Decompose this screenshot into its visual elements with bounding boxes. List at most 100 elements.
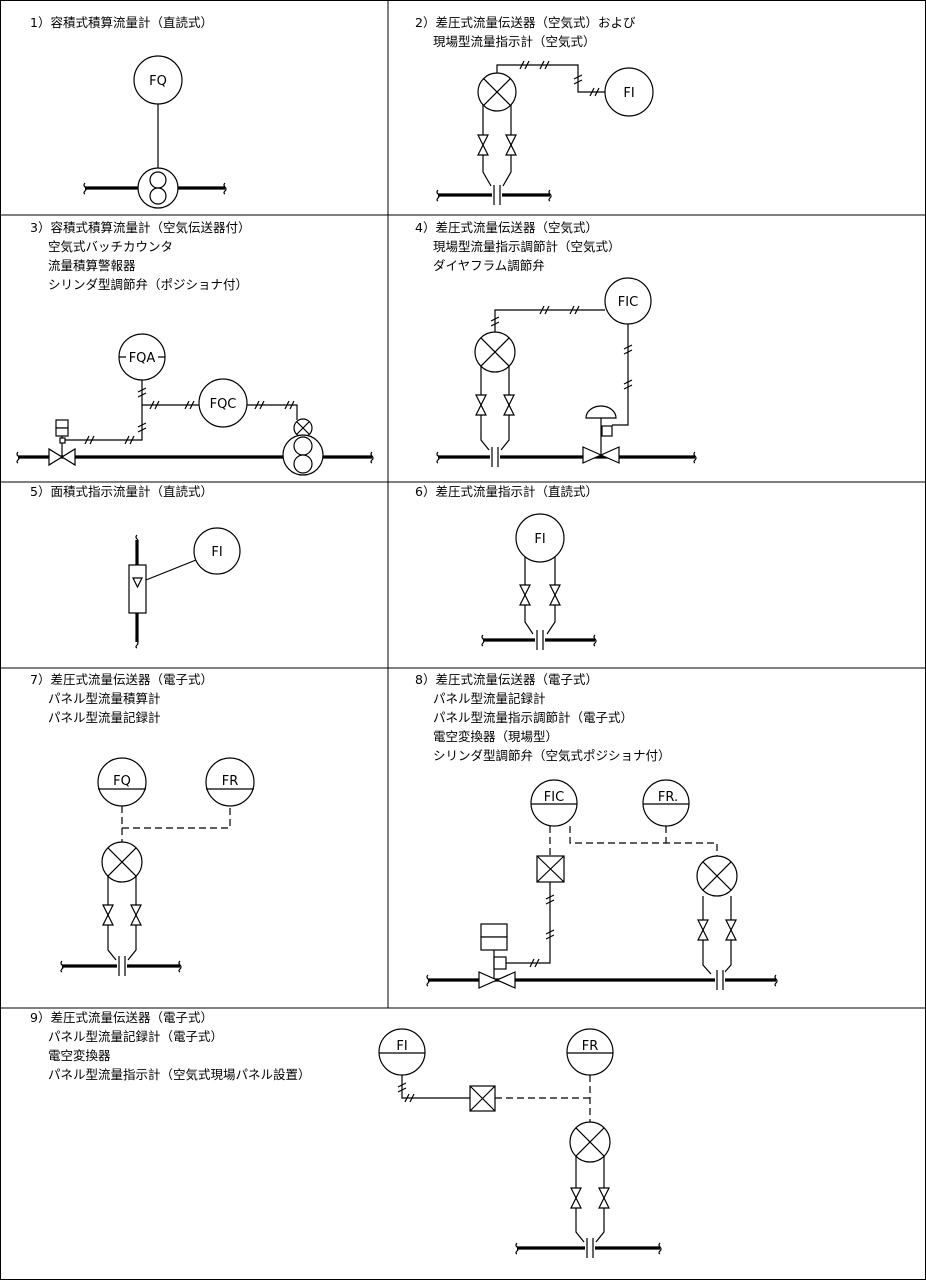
signal-tick-icon [184,400,195,410]
signal-tick-icon [124,435,135,445]
positive-displacement-meter-icon [137,167,179,209]
diagram-3: FQA FQC [18,333,372,459]
manual-valve-icon [102,904,114,926]
pipe-end-icon [481,634,485,647]
pipe-end-icon [135,636,139,649]
heading-line: 空気式バッチカウンタ [48,239,173,254]
cell-1-heading: 1）容積式積算流量計（直読式） [30,15,213,30]
pipe-end-icon [16,451,20,464]
signal-tick-icon [623,344,633,355]
meter-rotor [293,454,313,474]
manual-valve-icon [130,904,142,926]
tag-label: FIC [618,295,638,310]
cell-9-heading: 9）差圧式流量伝送器（電子式） パネル型流量記録計（電子式） 電空変換器 パネル… [30,1010,311,1082]
tag-label: FI [623,86,634,101]
heading-line: 7）差圧式流量伝送器（電子式） [30,672,213,687]
transmitter-cross [702,861,732,891]
signal-tick-icon [623,379,633,390]
orifice-gap [715,970,725,990]
orifice-plate-icon [536,630,544,650]
instrument-bubble-fi [604,67,654,117]
transmitter-cross [483,78,511,106]
heading-line: 6）差圧式流量指示計（直読式） [415,484,598,499]
pipe-end-icon [426,974,430,987]
rotameter-icon [128,564,147,614]
manual-valve-icon [697,919,709,941]
heading-line: パネル型流量積算計 [48,691,161,706]
cell-8-heading: 8）差圧式流量伝送器（電子式） パネル型流量記録計 パネル型流量指示調節計（電子… [415,672,671,763]
signal-tick-icon [84,435,95,445]
signal-tick-icon [404,1093,415,1103]
signal-tick-icon [569,305,580,315]
diagram-2: FI [438,64,654,197]
pipe-end-icon [515,1242,519,1255]
signal-tick-icon [137,387,147,398]
heading-line: 8）差圧式流量伝送器（電子式） [415,672,598,687]
cell-5-heading: 5）面積式指示流量計（直読式） [30,484,213,499]
pipe-end-icon [60,960,64,973]
tag-label: FQA [129,351,156,366]
heading-line: パネル型流量記録計 [48,710,161,725]
transmitter-cross [296,421,310,435]
manual-valve-icon [475,394,487,416]
heading-line: ダイヤフラム調節弁 [433,258,545,273]
tag-label: FR [222,774,239,789]
signal-tick-icon [573,74,583,85]
pipe-end-icon [774,974,778,987]
transmitter-cross [480,337,510,367]
control-valve-icon [582,446,620,464]
signal-tick-icon [149,400,160,410]
orifice-plate-icon [716,970,724,990]
transmitter-cross [107,847,137,877]
generated-symbols [16,60,778,1258]
pipe-end-icon [178,960,182,973]
tag-label: FR. [658,790,678,805]
manual-valve-icon [519,584,531,606]
heading-line: 4）差圧式流量伝送器（空気式） [415,220,598,235]
signal-tick-icon [589,87,600,97]
diagram-9: FI FR [378,1028,660,1250]
meter-rotor [293,436,313,456]
heading-line: シリンダ型調節弁（空気式ポジショナ付） [433,748,671,763]
pipe-end-icon [83,182,87,195]
signal-tick-icon [397,1082,407,1093]
signal-tick-icon [545,929,555,940]
orifice-plate-icon [491,447,499,467]
diaphragm-actuator-icon [585,405,617,455]
diagram-5: FI [128,527,241,642]
signal-tick-icon [539,305,550,315]
pipe-end-icon [548,189,552,202]
pipe-end-icon [223,182,227,195]
pipe-end-icon [693,451,697,464]
ep-converter-icon [469,1085,496,1112]
heading-line: 現場型流量指示調節計（空気式） [433,239,621,254]
instrument-bubble-fqc [198,378,248,428]
heading-line: 2）差圧式流量伝送器（空気式）および [415,15,636,30]
orifice-plate-icon [493,185,501,205]
control-valve-icon [478,971,516,989]
instrument-bubble-fr [642,779,690,827]
instrument-bubble-fq [133,55,183,105]
manual-valve-icon [725,919,737,941]
instrument-bubble-fi [378,1028,426,1076]
transmitter-cross [575,1127,605,1157]
heading-line: 5）面積式指示流量計（直読式） [30,484,213,499]
signal-tick-icon [519,60,530,70]
signal-tick-icon [254,400,265,410]
instrument-bubble-fr [566,1028,614,1076]
manual-valve-icon [503,394,515,416]
ep-converter-icon [536,855,565,883]
manual-valve-icon [549,584,561,606]
heading-line: 電空変換器（現場型） [433,729,558,744]
orifice-plate-icon [586,1238,594,1258]
instrument-bubble-fi [515,513,565,563]
tag-label: FR [582,1039,599,1054]
diagram-4: FIC [438,277,695,459]
diagram-6: FI [483,513,595,642]
tag-label: FQ [149,74,167,89]
cell-6-heading: 6）差圧式流量指示計（直読式） [415,484,598,499]
pipe-end-icon [370,451,374,464]
diagram-7: FQ FR [62,757,255,968]
